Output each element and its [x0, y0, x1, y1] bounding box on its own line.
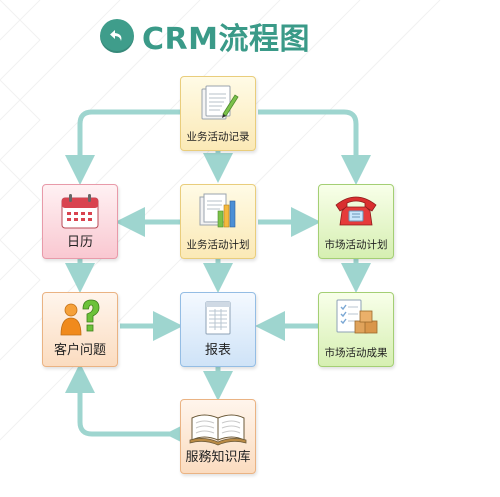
arrow-record-to-calendar — [65, 109, 180, 185]
node-label: 客户问题 — [53, 343, 106, 358]
open-book-icon — [189, 414, 247, 446]
back-arrow-icon — [110, 30, 122, 41]
node-activity-record[interactable]: 业务活动记录 — [180, 76, 256, 151]
node-label: 日历 — [66, 235, 93, 250]
node-label: 报表 — [204, 343, 231, 358]
report-icon — [205, 301, 231, 335]
node-activity-plan[interactable]: 业务活动计划 — [180, 184, 256, 259]
node-label: 市场活动成果 — [324, 347, 388, 359]
arrow-record-to-marketplan — [258, 109, 371, 185]
node-knowledge-base[interactable]: 服務知识库 — [180, 399, 256, 474]
question-person-icon — [60, 299, 100, 336]
node-calendar[interactable]: 日历 — [42, 184, 118, 259]
checklist-boxes-icon — [336, 299, 378, 334]
node-label: 业务活动计划 — [186, 239, 250, 251]
node-label: 服務知识库 — [185, 450, 251, 465]
arrow-knowledge-to-issue — [65, 363, 195, 449]
back-button[interactable] — [100, 19, 134, 53]
node-market-result[interactable]: 市场活动成果 — [318, 292, 394, 367]
node-market-plan[interactable]: 市场活动计划 — [318, 184, 394, 259]
calendar-icon — [61, 194, 99, 229]
node-label: 市场活动计划 — [324, 239, 388, 251]
page-title: CRM流程图 — [142, 22, 310, 57]
node-report[interactable]: 报表 — [180, 292, 256, 367]
title-bar: CRM流程图 — [100, 16, 310, 57]
telephone-icon — [335, 196, 377, 226]
node-customer-issue[interactable]: 客户问题 — [42, 292, 118, 367]
plan-chart-icon — [199, 193, 236, 228]
document-pen-icon — [201, 85, 239, 120]
node-label: 业务活动记录 — [186, 131, 250, 143]
